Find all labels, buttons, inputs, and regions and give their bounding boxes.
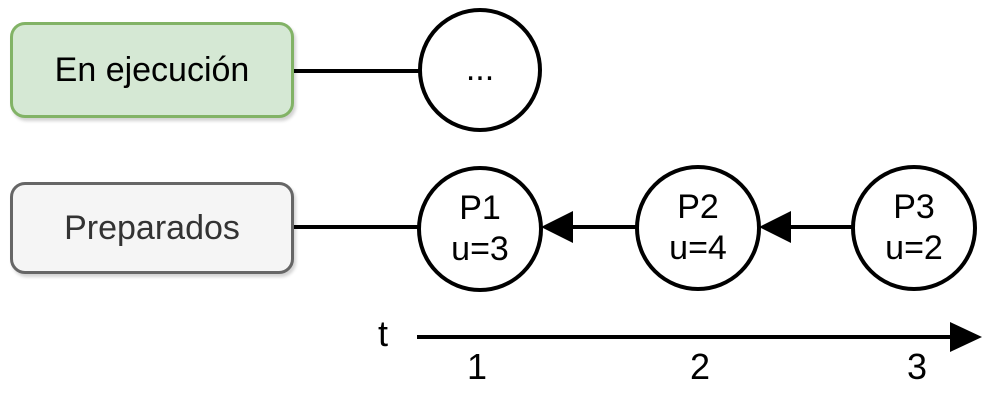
process-id: P1: [459, 188, 501, 227]
time-tick-2: 2: [689, 346, 711, 387]
process-node-p1: P1 u=3: [417, 166, 543, 292]
running-connector-line: [294, 69, 419, 73]
edge-p3-to-p2: [789, 225, 852, 229]
process-id: P2: [677, 187, 719, 226]
ready-connector-line: [294, 225, 418, 229]
process-node-p3: P3 u=2: [851, 165, 977, 291]
time-axis-arrowhead-icon: [950, 322, 982, 352]
edge-p2-to-p1: [571, 225, 636, 229]
running-process-label: ...: [465, 50, 495, 89]
running-state-box: En ejecución: [10, 22, 294, 118]
time-axis-label: t: [377, 313, 388, 354]
running-process-node: ...: [418, 8, 542, 132]
time-tick-1: 1: [466, 346, 488, 387]
process-id: P3: [893, 187, 935, 226]
ready-state-label: Preparados: [64, 208, 240, 247]
process-priority: u=3: [451, 230, 509, 268]
running-state-label: En ejecución: [54, 50, 250, 89]
arrowhead-p2-to-p1-icon: [541, 211, 573, 243]
process-priority: u=4: [669, 229, 727, 267]
time-axis-line: [417, 335, 952, 339]
process-node-p2: P2 u=4: [635, 165, 761, 291]
time-tick-3: 3: [906, 346, 928, 387]
ready-state-box: Preparados: [10, 182, 294, 274]
arrowhead-p3-to-p2-icon: [759, 211, 791, 243]
process-priority: u=2: [885, 229, 943, 267]
